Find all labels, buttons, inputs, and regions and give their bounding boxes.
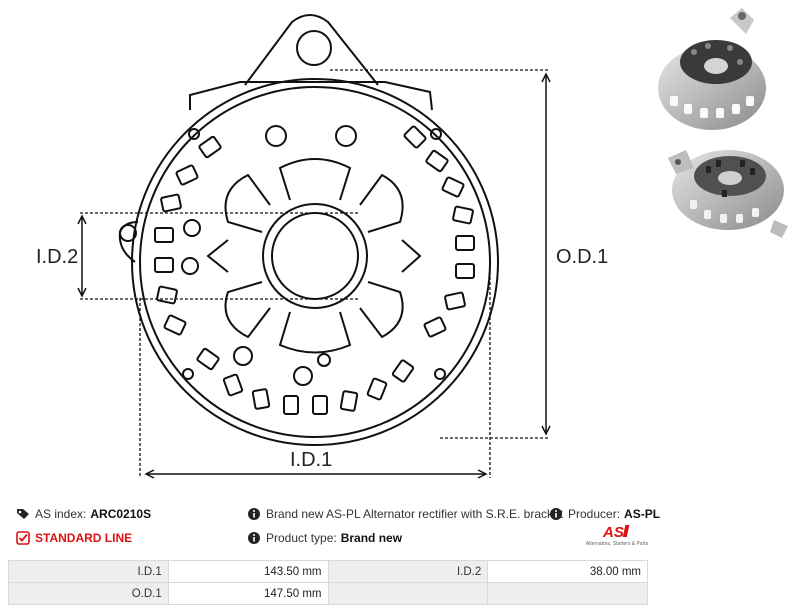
as-index-label: AS index: — [35, 507, 87, 521]
hole-6 — [293, 366, 313, 386]
as-logo-subtitle: Alternators, Starters & Parts — [585, 541, 649, 547]
spec-key: I.D.2 — [327, 560, 489, 583]
petal-5 — [359, 173, 404, 233]
mounting-lug-top — [244, 14, 379, 86]
dimension-arrows — [77, 72, 551, 479]
hole-3 — [183, 219, 201, 237]
outer-ring — [131, 78, 499, 446]
rectifier-outline-svg: I.D.2 I.D.1 O.D.1 — [36, 14, 608, 479]
checkbox-checked-icon — [16, 531, 30, 545]
hole-10 — [182, 368, 194, 380]
product-photo-bottom — [668, 150, 788, 238]
specification-table: I.D.1 143.50 mm I.D.2 38.00 mm O.D.1 147… — [8, 560, 648, 605]
petal-4 — [278, 311, 352, 354]
spec-value: 38.00 mm — [487, 560, 648, 583]
product-photo-renderings — [658, 8, 788, 238]
center-bore-outer — [262, 203, 368, 309]
standard-line-label: STANDARD LINE — [35, 531, 133, 545]
hole-5 — [233, 346, 253, 366]
standard-line-row: STANDARD LINE — [16, 531, 132, 545]
lug-hole-top — [296, 30, 332, 66]
hole-9 — [430, 128, 442, 140]
product-type-value: Brand new — [340, 531, 403, 545]
product-type-row: Product type: Brand new — [247, 531, 402, 545]
product-type-label: Product type: — [266, 531, 337, 545]
as-index-row: AS index: ARC0210S — [16, 507, 151, 521]
description-text: Brand new AS-PL Alternator rectifier wit… — [266, 507, 564, 521]
hole-7 — [317, 353, 331, 367]
spec-key: O.D.1 — [8, 582, 169, 605]
product-photo-top — [658, 8, 766, 130]
info-icon — [248, 532, 260, 544]
petal-7 — [206, 239, 229, 273]
petal-1 — [278, 158, 352, 201]
producer-row: Producer: AS-PL — [549, 507, 660, 521]
lug-hole-left — [119, 224, 137, 242]
dim-label-id1: I.D.1 — [290, 449, 332, 471]
svg-text:AS: AS — [602, 524, 624, 540]
spec-value: 143.50 mm — [167, 560, 329, 583]
as-index-value: ARC0210S — [90, 507, 152, 521]
petal-3 — [224, 281, 271, 339]
info-icon — [248, 508, 260, 520]
dim-label-od1: O.D.1 — [556, 246, 608, 268]
spec-key-empty — [327, 582, 489, 605]
hole-1 — [265, 125, 287, 147]
diode-slots — [154, 125, 475, 415]
tag-icon — [17, 509, 29, 519]
product-photos — [650, 0, 800, 250]
spec-value: 147.50 mm — [167, 582, 329, 605]
technical-drawing: I.D.2 I.D.1 O.D.1 — [36, 14, 608, 479]
as-logo-mark: AS — [602, 524, 630, 540]
petal-6 — [359, 281, 404, 339]
info-icon — [550, 508, 562, 520]
hole-8 — [188, 128, 200, 140]
table-row: I.D.1 143.50 mm I.D.2 38.00 mm — [8, 560, 648, 583]
hole-4 — [181, 257, 199, 275]
producer-value: AS-PL — [624, 507, 661, 521]
center-bore-inner — [271, 212, 359, 300]
frame-top — [189, 81, 433, 111]
spec-key: I.D.1 — [8, 560, 169, 583]
table-row: O.D.1 147.50 mm — [8, 582, 648, 605]
hole-11 — [434, 368, 446, 380]
spec-value-empty — [487, 582, 648, 605]
producer-label: Producer: — [568, 507, 621, 521]
description-row: Brand new AS-PL Alternator rectifier wit… — [247, 507, 567, 521]
hole-2 — [335, 125, 357, 147]
as-logo: AS Alternators, Starters & Parts — [582, 522, 652, 552]
dimension-lines — [80, 69, 548, 478]
petal-2 — [224, 173, 271, 233]
dim-label-id2: I.D.2 — [36, 246, 78, 268]
petal-8 — [401, 239, 422, 273]
